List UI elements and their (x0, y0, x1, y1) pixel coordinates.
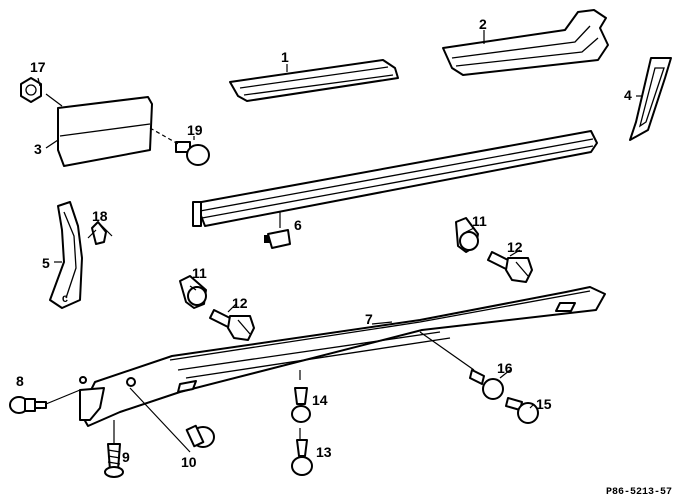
fastener-17-nut (20, 77, 42, 103)
callout-13: 13 (316, 444, 332, 460)
part-3-front-panel (57, 96, 153, 167)
callout-11-upper: 11 (472, 213, 487, 229)
part-1-scuff-plate (229, 59, 399, 102)
part-4-pillar-trim (629, 57, 672, 141)
svg-text:C: C (62, 295, 68, 306)
fastener-13-screw (291, 439, 313, 476)
callout-14: 14 (312, 392, 328, 408)
callout-5: 5 (42, 255, 50, 271)
fastener-18-pin (91, 221, 107, 245)
callout-7: 7 (365, 311, 373, 327)
callout-18: 18 (92, 208, 108, 224)
callout-10: 10 (181, 454, 197, 470)
fastener-16-clip (469, 369, 504, 400)
callout-15: 15 (536, 396, 552, 412)
fastener-12-clip-upper (487, 251, 533, 283)
fastener-11-grommet-upper (455, 217, 479, 253)
callout-19: 19 (187, 122, 203, 138)
fastener-12-clip-lower (209, 309, 255, 341)
callout-4: 4 (624, 87, 632, 103)
fastener-14-screw (291, 387, 311, 423)
callout-12-lower: 12 (232, 295, 248, 311)
fastener-9-screw (104, 443, 124, 478)
callout-6: 6 (294, 217, 302, 233)
part-5-vertical-trim: C (49, 201, 83, 309)
fastener-15-clip (505, 397, 539, 424)
callout-11-lower: 11 (192, 265, 207, 281)
fastener-8-bolt (9, 396, 47, 414)
fastener-10-clip (185, 424, 215, 448)
callout-2: 2 (479, 16, 487, 32)
callout-1: 1 (281, 49, 289, 65)
leader-lines (37, 30, 642, 453)
callout-8: 8 (16, 373, 24, 389)
callout-17: 17 (30, 59, 46, 75)
fastener-19-bolt (175, 141, 210, 166)
reference-code: P86-5213-57 (606, 487, 672, 498)
callout-12-upper: 12 (507, 239, 523, 255)
callout-labels: 1 2 3 4 5 6 7 8 9 10 11 11 12 12 13 14 1… (16, 16, 632, 470)
fastener-11-grommet-lower (179, 275, 207, 309)
callout-9: 9 (122, 449, 130, 465)
part-7-side-skirt (79, 286, 606, 427)
callout-3: 3 (34, 141, 42, 157)
part-2-rear-scuff-plate (442, 9, 609, 76)
part-6-rocker-rail (192, 130, 598, 249)
callout-16: 16 (497, 360, 513, 376)
